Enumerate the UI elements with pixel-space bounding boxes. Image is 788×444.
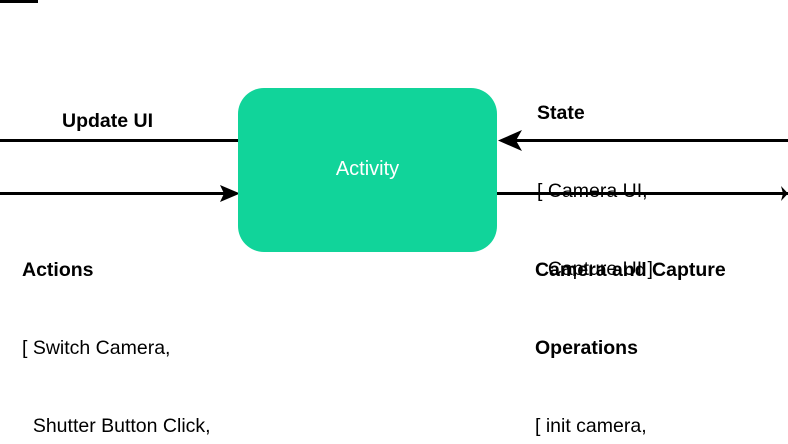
state-title: State xyxy=(537,102,585,124)
actions-line-2: Shutter Button Click, xyxy=(22,415,211,437)
edge-state-arrowhead xyxy=(498,130,522,151)
state-line-1: [ Camera UI, xyxy=(537,180,648,202)
edge-label-state-block: State [ Camera UI, Capture UI ] xyxy=(537,48,653,334)
camera-ops-title-line-1: Camera and Capture xyxy=(535,259,726,281)
edge-label-actions-block: Actions [ Switch Camera, Shutter Button … xyxy=(22,205,258,444)
state-line-2: Capture UI ] xyxy=(537,258,653,280)
top-left-rule-fragment xyxy=(0,0,38,3)
edge-label-update-ui: Update UI xyxy=(62,110,154,132)
camera-ops-line-1: [ init camera, xyxy=(535,415,647,437)
edge-label-camera-operations-block: Camera and Capture Operations [ init cam… xyxy=(535,205,726,444)
edge-actions-arrowhead xyxy=(220,185,240,202)
actions-title: Actions xyxy=(22,259,94,281)
edge-camera-ops-arrowhead-fragment xyxy=(781,186,788,201)
actions-line-1: [ Switch Camera, xyxy=(22,337,171,359)
activity-node[interactable] xyxy=(238,88,497,252)
camera-ops-title-line-2: Operations xyxy=(535,337,638,359)
activity-node-label: Activity xyxy=(335,158,400,180)
